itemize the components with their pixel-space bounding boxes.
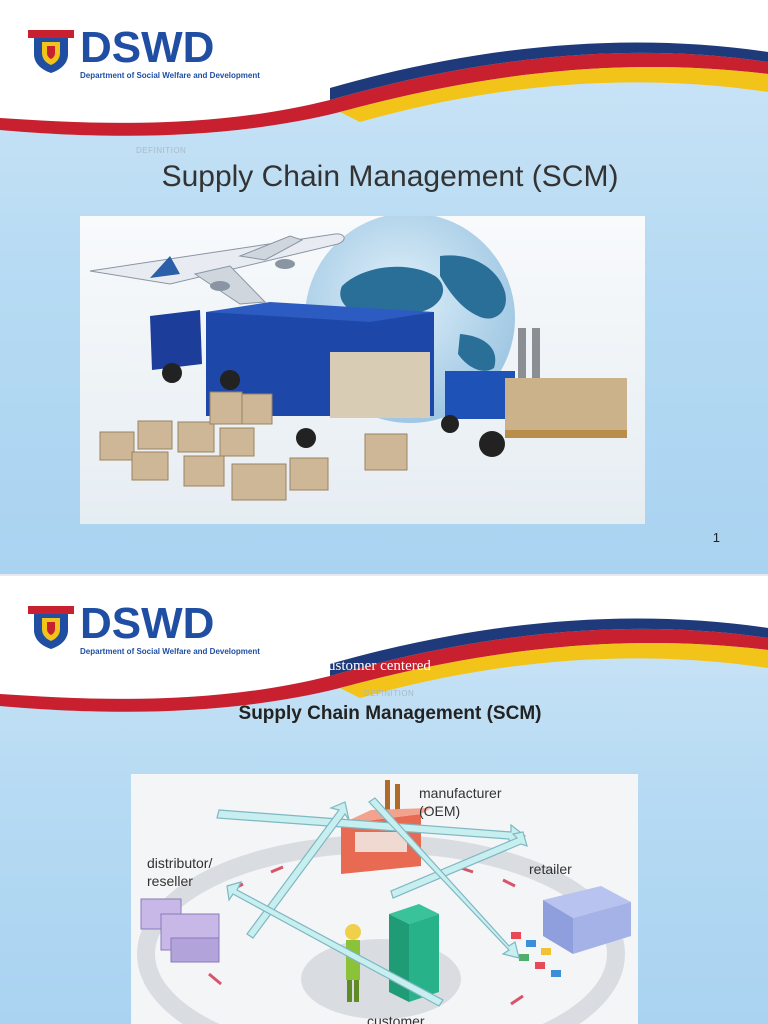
logistics-illustration	[80, 216, 645, 524]
logistics-scene-icon	[80, 216, 645, 524]
page-number: 1	[712, 530, 720, 545]
slide-divider	[0, 574, 768, 577]
header-swoosh	[0, 0, 768, 136]
cardboard-boxes-icon	[99, 391, 408, 501]
slide-title: Supply Chain Management (SCM)	[161, 160, 619, 193]
dswd-emblem-icon	[28, 30, 74, 73]
label-retailer: retailer	[529, 861, 572, 877]
label-reseller: reseller	[147, 873, 193, 889]
label-distributor: distributor/	[147, 855, 212, 871]
logo-wordmark: DSWD	[80, 23, 215, 72]
slide-title: Supply Chain Management (SCM)	[238, 703, 542, 724]
supply-chain-diagram: manufacturer (OEM) distributor/ reseller…	[131, 774, 638, 1024]
slide-kicker: DEFINITION	[364, 689, 415, 698]
parked-cars-icon	[511, 932, 561, 977]
label-customer: customer	[367, 1013, 425, 1024]
slide-2: DSWD Department of Social Welfare and De…	[0, 576, 768, 1024]
logo-subtitle: Department of Social Welfare and Develop…	[80, 647, 260, 656]
distributor-trucks-icon	[140, 898, 220, 963]
logo-subtitle: Department of Social Welfare and Develop…	[80, 71, 260, 80]
forklift-icon	[441, 328, 627, 457]
dswd-logo: DSWD Department of Social Welfare and De…	[28, 23, 260, 86]
slide-1: DSWD Department of Social Welfare and De…	[0, 0, 768, 576]
retailer-building-icon	[543, 886, 631, 954]
supply-chain-cycle-icon: manufacturer (OEM) distributor/ reseller…	[137, 780, 631, 1024]
dswd-emblem-icon	[28, 606, 74, 649]
overlay-caption: Customer centered	[318, 658, 431, 674]
truck-icon	[150, 302, 434, 448]
logo-wordmark: DSWD	[80, 599, 215, 648]
flow-arrows-icon	[216, 797, 528, 1007]
slide-kicker: DEFINITION	[136, 146, 187, 155]
label-manufacturer-sub: (OEM)	[419, 803, 460, 819]
dswd-logo: DSWD Department of Social Welfare and De…	[28, 599, 260, 662]
label-manufacturer: manufacturer	[419, 785, 502, 801]
header-swoosh	[0, 576, 768, 712]
airplane-icon	[89, 233, 345, 305]
